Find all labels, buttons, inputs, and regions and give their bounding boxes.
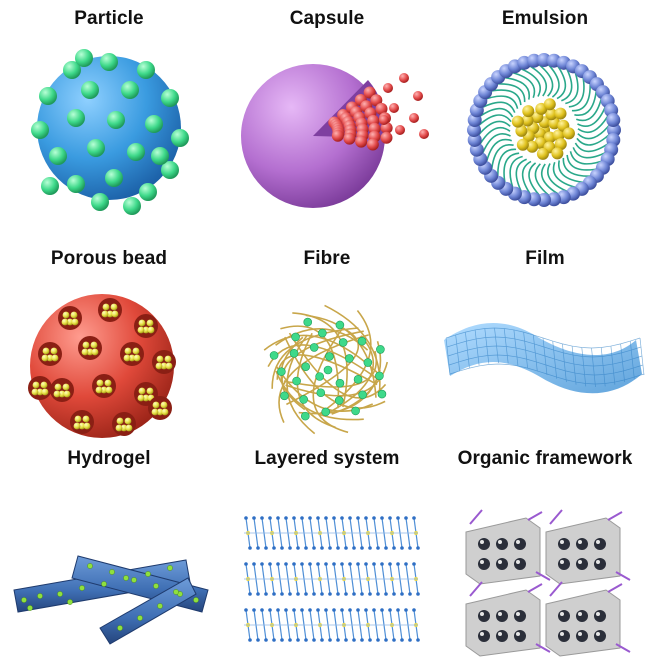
label-capsule: Capsule [218,8,436,30]
emulsion-illustration [436,38,654,218]
cell-film: Film [436,240,654,459]
hydrogel-rods [14,556,208,644]
label-fibre: Fibre [218,248,436,270]
label-organic-framework: Organic framework [436,448,654,470]
cell-particle: Particle [0,0,218,219]
porous-bead-illustration [0,278,218,458]
cell-porous-bead: Porous bead [0,240,218,459]
hydrogel-illustration [0,478,218,658]
fibre-illustration [218,278,436,458]
framework-blocks [466,510,630,656]
layered-system-illustration [218,478,436,658]
label-layered-system: Layered system [218,448,436,470]
layered-stack [244,516,420,642]
cell-capsule: Capsule [218,0,436,219]
fibre-nodes [270,318,386,420]
label-hydrogel: Hydrogel [0,448,218,470]
film-illustration [436,278,654,458]
cell-layered-system: Layered system [218,440,436,659]
label-emulsion: Emulsion [436,8,654,30]
cell-organic-framework: Organic framework [436,440,654,659]
cell-hydrogel: Hydrogel [0,440,218,659]
label-film: Film [436,248,654,270]
label-particle: Particle [0,8,218,30]
label-porous-bead: Porous bead [0,248,218,270]
emulsion-core [512,98,575,160]
particle-illustration [0,38,218,218]
cell-fibre: Fibre [218,240,436,459]
capsule-illustration [218,38,436,218]
cell-emulsion: Emulsion [436,0,654,219]
organic-framework-illustration [436,478,654,658]
